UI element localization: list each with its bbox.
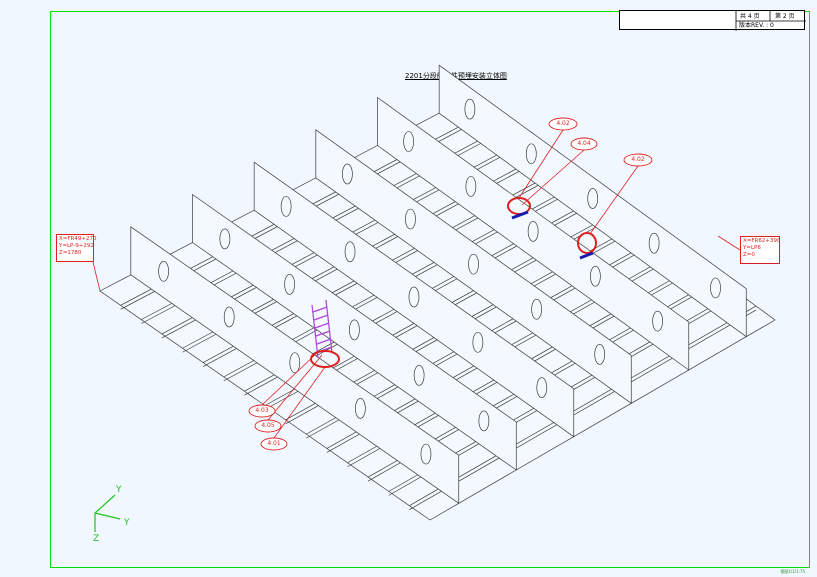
- lightening-hole: [403, 131, 414, 152]
- lightening-hole: [536, 377, 548, 398]
- axis-y-label-upper: Y: [116, 485, 122, 495]
- lightening-hole: [289, 352, 301, 374]
- lightening-hole: [478, 410, 490, 432]
- lightening-hole: [710, 277, 721, 299]
- callout-leaders: [261, 129, 639, 439]
- lightening-hole: [413, 365, 425, 386]
- tag-402-b: 4.02: [631, 156, 645, 163]
- page-number: 第 2 页: [775, 13, 795, 20]
- coordinate-box-left: X=FR49+270 Y=LP-9+292 Z=1780: [56, 234, 97, 262]
- lightening-hole: [284, 274, 295, 295]
- coord-right-z: Z=0: [743, 252, 755, 258]
- lightening-hole: [342, 163, 353, 185]
- lightening-hole: [594, 344, 606, 365]
- lightening-hole: [587, 188, 599, 209]
- lightening-hole: [590, 265, 601, 287]
- lightening-hole: [219, 228, 231, 250]
- lightening-hole: [527, 221, 539, 242]
- tag-403: 4.03: [255, 407, 269, 414]
- callout-leader: [589, 165, 639, 235]
- coordinate-leaders: [92, 235, 741, 292]
- total-pages: 共 4 页: [740, 13, 760, 20]
- callout-leader: [261, 351, 319, 406]
- lightening-hole: [652, 310, 663, 332]
- tag-401: 4.01: [267, 440, 281, 447]
- lightening-hole: [280, 196, 292, 217]
- title-block: 共 4 页 第 2 页 版本REV. : 0: [619, 10, 806, 31]
- transverse-floor: [130, 226, 460, 505]
- lightening-hole: [355, 398, 366, 419]
- lightening-hole: [525, 143, 537, 165]
- lightening-hole: [468, 253, 479, 275]
- tag-404: 4.04: [577, 140, 591, 147]
- lightening-hole: [464, 98, 476, 120]
- lightening-hole: [344, 241, 356, 263]
- tag-402-a: 4.02: [556, 120, 570, 127]
- callout-leader: [267, 354, 323, 421]
- lightening-hole: [158, 260, 169, 282]
- lightening-hole: [531, 298, 542, 320]
- revision: 版本REV. : 0: [739, 22, 774, 29]
- axis-triad: [94, 494, 121, 532]
- hull-structure: [99, 64, 776, 521]
- axis-y-label: Y: [124, 518, 130, 528]
- transverse-floor: [315, 129, 632, 405]
- tag-ovals: [248, 117, 653, 451]
- transverse-floor: [253, 161, 575, 438]
- blue-fittings: [511, 210, 594, 260]
- longitudinal-stiffener: [409, 305, 757, 506]
- callout-leader: [518, 129, 564, 199]
- axis-z-label: Z: [93, 534, 100, 544]
- title-block-grid: [735, 11, 806, 31]
- lightening-hole: [408, 286, 420, 308]
- footer-note: 视图1/1/1:75: [780, 569, 805, 574]
- coord-right-y: Y=LP6: [743, 245, 761, 251]
- drawing-frame: [50, 11, 810, 568]
- callout-leader: [273, 366, 326, 439]
- coord-left-x: X=FR49+270: [59, 236, 97, 242]
- coord-left-y: Y=LP-9+292: [59, 243, 94, 249]
- drawing-title: 2201分段舾装件预埋安装立体图: [405, 72, 507, 80]
- lightening-hole: [465, 176, 477, 197]
- callout-leader: [521, 149, 585, 206]
- coord-left-z: Z=1780: [59, 250, 82, 256]
- coordinate-box-right: X=FR62+390 Y=LP6 Z=0: [740, 236, 780, 264]
- fitting-401: [310, 350, 340, 368]
- lightening-hole: [472, 331, 484, 353]
- lightening-hole: [648, 232, 660, 254]
- transverse-floor: [192, 193, 517, 471]
- lightening-hole: [420, 443, 432, 465]
- transverse-floor: [438, 64, 747, 338]
- fitting-402-b: [577, 232, 597, 254]
- lightening-hole: [223, 306, 235, 328]
- lightening-hole: [405, 208, 416, 230]
- lightening-hole: [349, 319, 360, 341]
- transverse-floor: [377, 96, 690, 371]
- longitudinal-stiffener-flange: [409, 309, 757, 510]
- tag-405: 4.05: [261, 422, 275, 429]
- coord-right-x: X=FR62+390: [743, 238, 781, 244]
